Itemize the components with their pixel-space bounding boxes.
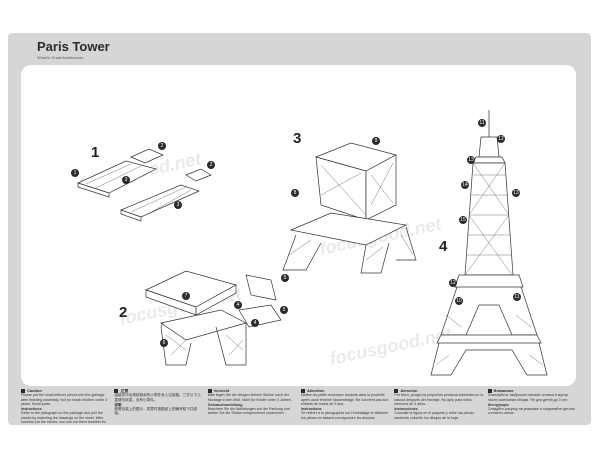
notes-subheading: Инструкция [487, 402, 509, 407]
notes-subheading: 说明 [114, 402, 122, 407]
bullet-icon [300, 389, 305, 394]
sheet-header: Paris Tower World's Great Architecture [8, 33, 591, 67]
step-number: 3 [293, 130, 301, 147]
part-number: 5 [283, 307, 286, 313]
notes-column: Vorsicht Bitte legen Sie die übrigen kle… [207, 389, 297, 423]
notes-column: Attention Mettez les petits morceaux res… [300, 389, 390, 423]
part-number: 7 [185, 293, 188, 299]
notes-text: Por favor, ponga los pequeños pedazos so… [394, 393, 484, 406]
step-number: 1 [91, 144, 99, 161]
part-number: 2 [161, 143, 164, 149]
part-number: 3 [177, 202, 180, 208]
assembly-diagram-panel: focusgood.net focusgood.net focusgood.ne… [21, 65, 576, 386]
notes-subheading: Gebrauchsanleitung [207, 402, 243, 407]
part-number: 6 [163, 340, 166, 346]
notes-column: 注意 组装完毕后请将剩余的小零件丢入垃圾箱。三岁以下儿童请勿玩耍，含有小零件。 … [114, 389, 203, 423]
step-number: 4 [439, 238, 448, 255]
part-number: 3 [125, 177, 128, 183]
part-number: 8 [294, 190, 297, 196]
notes-heading: Vorsicht [213, 389, 230, 393]
part-number: 9 [375, 138, 378, 144]
bullet-icon [114, 389, 119, 394]
assembly-diagram: focusgood.net focusgood.net focusgood.ne… [71, 110, 548, 376]
part-number: 5 [284, 275, 287, 281]
part-number: 12 [498, 136, 504, 142]
notes-subheading: Instructions [21, 407, 42, 412]
step1-part-badges: 1 2 2 3 3 [71, 142, 215, 209]
bullet-icon [394, 389, 399, 394]
notes-subheading: Instrucciones [394, 407, 418, 412]
notes-text: Please put the small leftover pieces int… [21, 393, 108, 406]
notes-text: Consulte la figura en el paquete y retir… [394, 411, 475, 420]
notes-subheading: Instructions [300, 407, 322, 412]
bullet-icon [207, 389, 212, 394]
step2-first-level [145, 270, 247, 366]
part-number: 1 [74, 170, 77, 176]
notes-text: Mettez les petits morceaux restants dans… [300, 393, 389, 406]
page-subtitle: World's Great Architecture [37, 55, 84, 60]
notes-heading: Atención [400, 389, 418, 393]
step4-part-badges: 11 12 13 14 15 13 12 10 11 [449, 119, 521, 305]
part-number: 11 [514, 294, 519, 300]
part-number: 13 [468, 157, 474, 163]
step-number: 2 [119, 304, 127, 321]
bullet-icon [21, 389, 25, 394]
notes-heading: Внимание [493, 389, 514, 393]
notes-column: Atención Por favor, ponga los pequeños p… [394, 389, 483, 423]
part-number: 2 [210, 162, 213, 168]
page-title: Paris Tower [37, 39, 110, 54]
step2-side-pieces [238, 274, 282, 328]
notes-column: Caution Please put the small leftover pi… [21, 389, 110, 423]
part-number: 13 [513, 190, 519, 196]
bullet-icon [487, 389, 492, 394]
notes-heading: Attention [306, 389, 325, 393]
part-number: 4 [254, 320, 257, 326]
notes-heading: Caution [27, 389, 42, 393]
notes-text: Se référer à la pictographie sur l'embal… [300, 411, 389, 420]
part-number: 15 [460, 217, 466, 223]
multilingual-notes: Caution Please put the small leftover pi… [21, 389, 577, 423]
part-number: 12 [450, 280, 456, 286]
notes-text: Bitte legen Sie die übrigen kleinen Stüc… [207, 393, 292, 402]
part-number: 14 [462, 182, 468, 188]
step3-part-badges: 9 8 [291, 137, 380, 197]
notes-text: Пожалуйста, выбросьте мелкие остатки в м… [487, 393, 569, 402]
notes-text: Beachten Sie die Abbildungen auf der Pac… [207, 407, 290, 416]
watermark: focusgood.net [328, 323, 454, 369]
notes-text: Следуйте рисунку на упаковке и соединяйт… [487, 407, 575, 416]
part-number: 4 [237, 302, 240, 308]
notes-heading: 注意 [120, 389, 129, 393]
part-number: 11 [479, 120, 484, 126]
step3-second-level [282, 142, 417, 274]
part-number: 10 [456, 298, 462, 304]
step1-base-pieces [77, 148, 212, 222]
notes-text: Refer to the pictograph on the package a… [21, 411, 106, 423]
notes-text: 参照包装上的图示，将零件按图纸上的编号取下并组装。 [114, 407, 197, 416]
step4-tower-top [430, 110, 548, 376]
step2-part-badges: 6 7 5 4 4 5 [160, 274, 289, 347]
notes-text: 组装完毕后请将剩余的小零件丢入垃圾箱。三岁以下儿童请勿玩耍，含有小零件。 [114, 393, 201, 402]
instruction-sheet: Paris Tower World's Great Architecture f… [8, 33, 591, 425]
notes-column: Внимание Пожалуйста, выбросьте мелкие ос… [487, 389, 577, 423]
